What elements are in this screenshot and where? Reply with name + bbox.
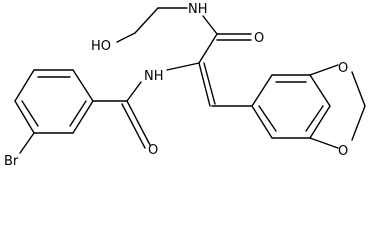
bonds <box>14 7 366 154</box>
bond-nh-carbonyl <box>202 15 218 35</box>
atom-label-amide-o-low: O <box>148 143 158 158</box>
bond-ring1-br <box>19 132 35 154</box>
atom-label-dioxole-o-lower: O <box>338 144 348 159</box>
bond-ring1-a <box>72 69 94 102</box>
atom-label-dioxole-o-upper: O <box>338 61 348 76</box>
bond-dioxole-b <box>351 71 366 107</box>
bond-ring2-c <box>309 74 331 107</box>
bond-ring1-d <box>14 100 35 134</box>
bond-dioxole-d <box>309 137 339 149</box>
atom-label-hydroxyl: HO <box>91 39 111 54</box>
bond-ring2-inner-2 <box>305 105 324 132</box>
atom-labels: HO NH O NH O Br O O <box>4 2 348 169</box>
bond-ring2-f <box>251 105 273 139</box>
atom-label-amide-nh-top: NH <box>188 2 208 17</box>
bond-ring2-inner-3 <box>258 105 277 132</box>
bond-ring1-inner-3 <box>69 100 87 127</box>
atom-label-amide-o-top: O <box>254 31 264 46</box>
bond-carbonyl-calpha <box>198 33 218 64</box>
bond-dioxole-a <box>309 64 339 76</box>
bond-calpha-cbeta-1 <box>198 62 211 107</box>
bond-c1-c2 <box>134 7 159 34</box>
bond-ring2-d <box>309 105 331 139</box>
bond-benzoyl-o-1 <box>126 100 151 146</box>
bond-ring1-f <box>72 100 94 134</box>
bond-ring1-c <box>14 69 35 102</box>
bond-dioxole-c <box>351 105 366 141</box>
bond-nh-benzoyl <box>126 81 142 102</box>
bond-ho-c1 <box>116 32 136 43</box>
bond-ring1-inner-2 <box>21 100 39 127</box>
bond-calpha-cbeta-2 <box>203 62 216 105</box>
atom-label-bromine: Br <box>4 154 19 169</box>
bond-calpha-nh <box>166 62 200 71</box>
molecule-structure: HO NH O NH O Br O O <box>4 2 366 169</box>
bond-ring2-a <box>251 74 273 107</box>
structure-canvas: HO NH O NH O Br O O <box>4 2 366 169</box>
atom-label-amide-nh-mid: NH <box>144 69 164 84</box>
bond-benzoyl-o-2 <box>121 103 146 149</box>
